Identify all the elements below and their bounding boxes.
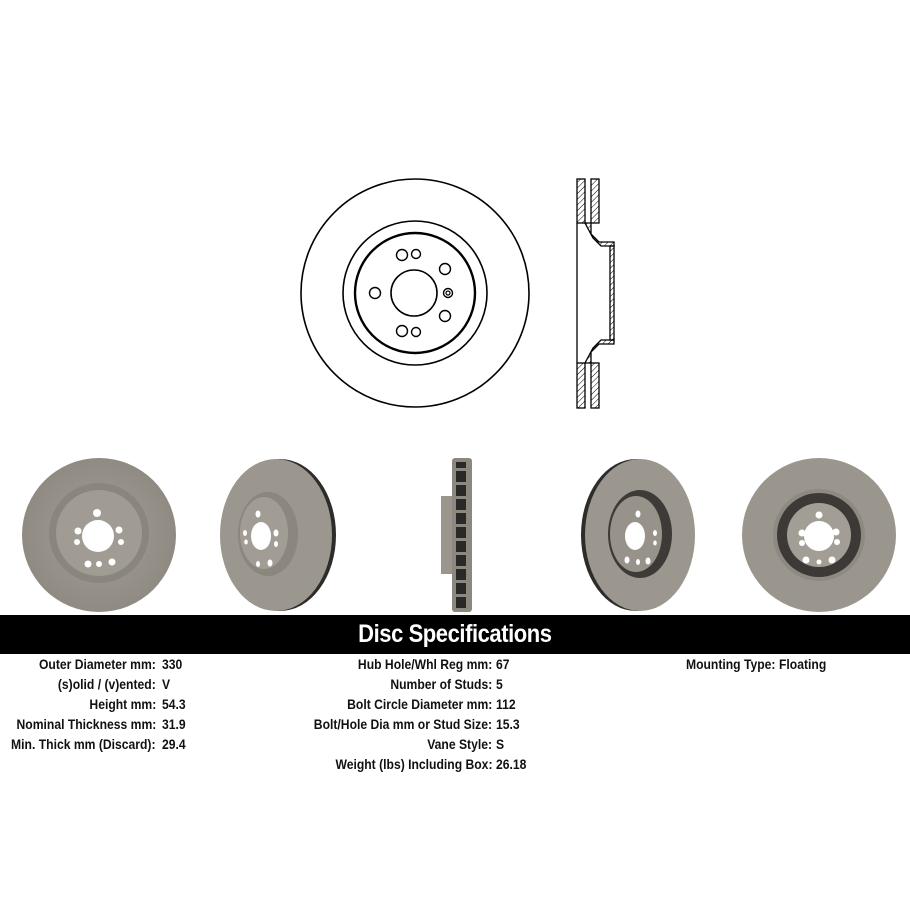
spec-row-min-thickness: Min. Thick mm (Discard): 29.4 <box>0 735 300 755</box>
spec-row-bolt-hole-dia: Bolt/Hole Dia mm or Stud Size: 15.3 <box>300 715 600 735</box>
spec-label: Mounting Type: <box>685 657 775 672</box>
brake-disc-photo-front <box>22 458 176 612</box>
brake-disc-photo-side <box>441 458 472 612</box>
spec-row-bolt-circle: Bolt Circle Diameter mm: 112 <box>300 695 600 715</box>
spec-label: Min. Thick mm (Discard): <box>11 737 156 752</box>
disc-specifications-banner: Disc Specifications <box>0 615 910 654</box>
spec-value: 330 <box>162 657 183 672</box>
spec-label: Outer Diameter mm: <box>39 657 156 672</box>
brake-disc-cross-section-drawing <box>576 178 615 409</box>
spec-label: (s)olid / (v)ented: <box>58 677 156 692</box>
spec-row-mounting-type: Mounting Type: Floating <box>600 655 910 675</box>
spec-value: 29.4 <box>162 737 186 752</box>
spec-label: Nominal Thickness mm: <box>16 717 156 732</box>
spec-row-nominal-thickness: Nominal Thickness mm: 31.9 <box>0 715 300 735</box>
brake-disc-photo-back <box>742 458 896 612</box>
spec-value: 26.18 <box>496 757 527 772</box>
spec-value: 31.9 <box>162 717 186 732</box>
spec-value: 15.3 <box>496 717 520 732</box>
brake-disc-photo-angled-left <box>220 459 336 611</box>
spec-value: 54.3 <box>162 697 186 712</box>
spec-label: Bolt Circle Diameter mm: <box>346 697 492 712</box>
spec-row-number-of-studs: Number of Studs: 5 <box>300 675 600 695</box>
brake-disc-photo-angled-right <box>581 459 695 611</box>
spec-row-vane-style: Vane Style: S <box>300 735 600 755</box>
spec-label: Hub Hole/Whl Reg mm: <box>357 657 492 672</box>
spec-label: Vane Style: <box>427 737 492 752</box>
spec-label: Number of Studs: <box>390 677 492 692</box>
spec-row-weight: Weight (lbs) Including Box: 26.18 <box>300 755 600 775</box>
spec-value: 112 <box>496 697 516 712</box>
spec-value: 5 <box>496 677 503 692</box>
banner-title: Disc Specifications <box>358 620 552 648</box>
spec-value: S <box>496 737 505 752</box>
spec-value: V <box>162 677 171 692</box>
spec-value: Floating <box>779 657 827 672</box>
spec-label: Weight (lbs) Including Box: <box>334 757 492 772</box>
spec-value: 67 <box>496 657 510 672</box>
spec-row-hub-hole: Hub Hole/Whl Reg mm: 67 <box>300 655 600 675</box>
spec-label: Bolt/Hole Dia mm or Stud Size: <box>313 717 492 732</box>
brake-disc-front-line-drawing <box>300 178 530 408</box>
spec-row-height: Height mm: 54.3 <box>0 695 300 715</box>
spec-row-outer-diameter: Outer Diameter mm: 330 <box>0 655 300 675</box>
spec-label: Height mm: <box>89 697 156 712</box>
spec-row-solid-vented: (s)olid / (v)ented: V <box>0 675 300 695</box>
